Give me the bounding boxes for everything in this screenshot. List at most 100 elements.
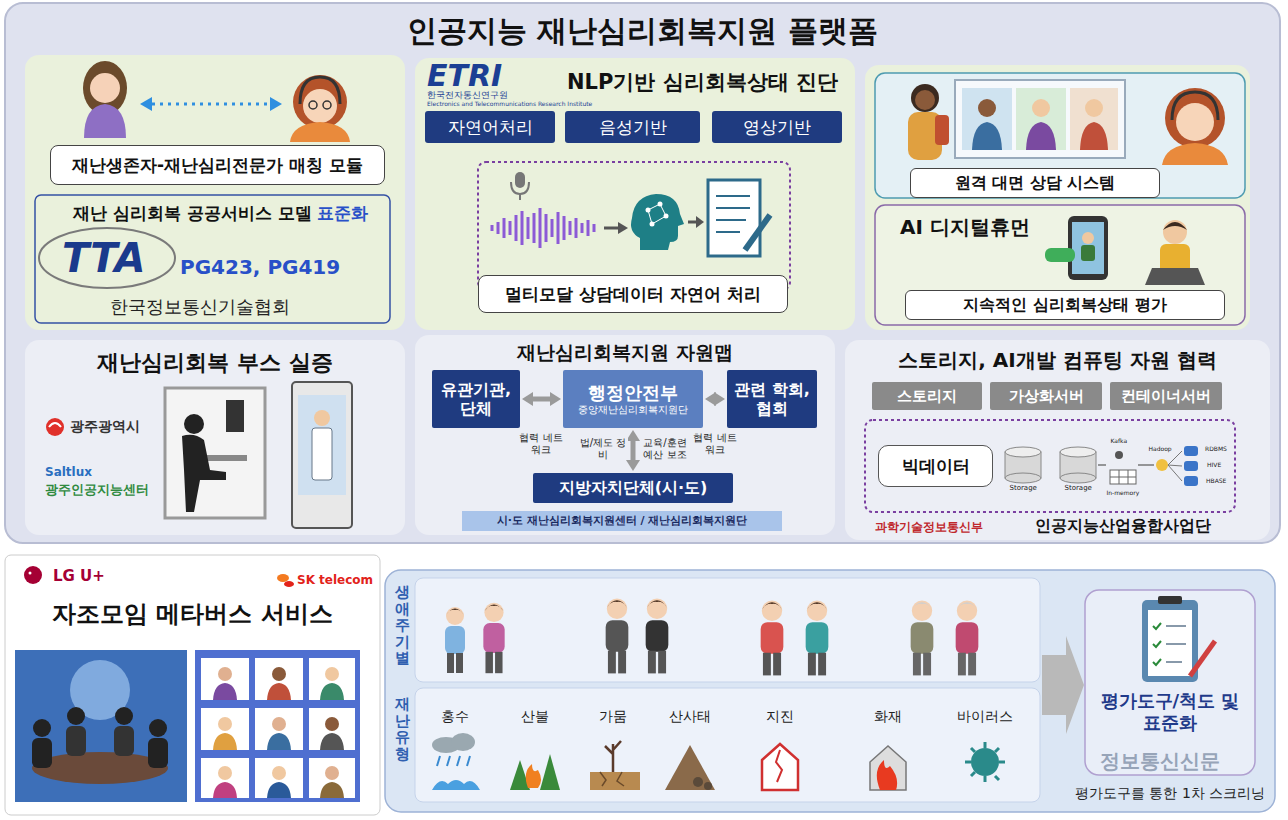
panel-title: NLP기반 심리회복상태 진단 [555,70,850,95]
matching-module-box: 재난생존자-재난심리전문가 매칭 모듈 [50,145,385,185]
main-title: 인공지능 재난심리회복지원 플랫폼 [5,13,1280,49]
connector [626,430,640,471]
evaluation-box: 지속적인 심리회복상태 평가 [905,290,1225,320]
screening-panel: 생애주기별재난유형평가도구를 통한 1차 스크리닝 평가도구/척도 및 표준화 [385,570,1275,812]
box-title: 평가도구/척도 및 표준화 [1100,690,1240,733]
method-button: 영상기반 [712,111,842,143]
part-label: Storage [1010,484,1037,492]
part-label: Kafka [1111,438,1128,445]
diagnosis-panel: NLP기반 심리회복상태 진단 ETRI한국전자통신연구원Electronics … [415,58,855,330]
assessment-box: 평가도구/척도 및 표준화 [1085,590,1255,775]
disaster-label: 가뭄 [599,708,627,724]
method-button: 자연어처리 [425,111,555,143]
panel-title: 재난심리회복지원 자원맵 [415,341,835,364]
box-heading: 재난 심리회복 공공서비스 모델 [73,203,312,223]
disaster-label: 바이러스 [957,708,1013,724]
resource-button: 컨테이너서버 [1110,382,1222,410]
box-label: 유관기관, 단체 [436,380,516,418]
organization-name: 광주광역시 [70,418,140,435]
company-logo: Saltlux [45,465,92,479]
box-label: 컨테이너서버 [1121,387,1211,405]
resource-map-panel: 재난심리회복지원 자원맵유관기관, 단체 행정안전부중앙재난심리회복지원단 관련 학… [415,335,835,535]
arrow-head [626,430,640,441]
panel-title: 자조모임 메타버스 서비스 [5,600,380,629]
disaster-label: 화재 [874,708,902,724]
part-label: Storage [1065,484,1092,492]
connector [522,392,561,406]
connector-line [631,440,636,461]
resource-button: 가상화서버 [990,382,1102,410]
company-logo: LG U+ [53,567,105,585]
box-label: 멀티모달 상담데이터 자연어 처리 [505,284,761,304]
panel-title: AI 디지털휴먼 [900,215,1030,239]
ministry-name: 과학기술정보통신부 [875,520,983,534]
organization-name: 한국정보통신기술협회 [110,296,290,318]
disaster-label: 지진 [766,708,794,724]
institute-name: 한국전자통신연구원 [427,91,508,100]
bigdata-box: 빅데이터 [878,445,993,487]
arrow-head [550,392,561,406]
edge-label: 협력 네트워크 [516,432,566,455]
box-label: 중앙재난심리회복지원단 [578,404,688,416]
box-heading-highlight: 표준화 [317,203,368,223]
logo-text: TTA [62,238,145,278]
organization-box: 유관기관, 단체 [432,370,520,428]
box-label: 영상기반 [743,117,811,137]
company-logo: SK telecom [297,573,373,587]
panel-title: 스토리지, AI개발 컴퓨팅 자원 협력 [845,348,1270,372]
booth-panel: 재난심리회복 부스 실증광주광역시 Saltlux 광주인공지능센터 [25,340,405,535]
disaster-label: 산사태 [669,708,711,724]
box-label: 관련 학회, 협회 [731,380,813,418]
row-heading: 생애주기별 [395,584,410,667]
connector [705,392,725,406]
center-band: 시·도 재난심리회복지원센터 / 재난심리회복지원단 [462,511,782,531]
process-box: 멀티모달 상담데이터 자연어 처리 [478,275,788,313]
system-box: 원격 대면 상담 시스템 [910,168,1160,198]
organization-box: 관련 학회, 협회 [727,370,817,428]
method-button: 음성기반 [565,111,700,143]
arrow-label: 교육/훈련 예산 보조 [640,437,690,460]
box-label: 가상화서버 [1009,387,1084,405]
institute-name-en: Electronics and Telecommunications Resea… [427,101,592,107]
resource-button: 스토리지 [872,382,982,410]
box-label: 행정안전부 [588,382,678,404]
row-heading: 재난유형 [395,696,410,762]
box-label: 시·도 재난심리회복지원센터 / 재난심리회복지원단 [497,514,748,527]
disaster-label: 홍수 [441,708,469,724]
connector-line [532,397,551,402]
box-label: 원격 대면 상담 시스템 [955,173,1116,192]
part-label: Hadoop [1149,446,1172,453]
local-government-box: 지방자치단체(시·도) [533,473,733,503]
box-label: 빅데이터 [902,456,970,476]
disaster-label: 산불 [521,708,549,724]
part-label: RDBMS [1205,446,1227,453]
arrow-head [626,460,640,471]
box-label: 지방자치단체(시·도) [559,478,708,497]
part-label: In-memory [1107,490,1140,497]
metaverse-panel: LG U+ SK telecom 자조모임 메타버스 서비스 [5,555,380,815]
edge-label: 협력 네트워크 [690,432,740,455]
arrow-head [522,392,533,406]
box-label: 스토리지 [897,387,957,405]
box-label: 지속적인 심리회복상태 평가 [963,295,1166,314]
part-label: HIVE [1207,462,1221,469]
organization-name: 인공지능산업융합사업단 [1035,516,1211,535]
standard-code: PG423, PG419 [180,255,340,279]
ministry-box: 행정안전부중앙재난심리회복지원단 [563,370,703,428]
arrow-head [705,392,716,406]
compute-panel: 스토리지, AI개발 컴퓨팅 자원 협력과학기술정보통신부 인공지능산업융합사업단… [845,340,1270,540]
digital-human-panel: AI 디지털휴먼지속적인 심리회복상태 평가 [875,205,1245,325]
platform-panel: 인공지능 재난심리회복지원 플랫폼재난생존자-재난심리전문가 매칭 모듈재난 심… [5,3,1280,543]
logo-text: ETRI [427,61,502,91]
edge-label: 법/제도 정비 [578,437,628,460]
standard-box: 재난 심리회복 공공서비스 모델표준화 TTA PG423, PG419 한국정보통신… [35,195,390,323]
box-label: 자연어처리 [448,117,533,137]
box-label: 음성기반 [599,117,667,137]
box-label: 재난생존자-재난심리전문가 매칭 모듈 [72,155,363,175]
watermark: 정보통신신문 [1100,750,1220,773]
organization-name: 광주인공지능센터 [45,482,149,498]
note-text: 평가도구를 통한 1차 스크리닝 [1075,785,1265,802]
panel-title: 재난심리회복 부스 실증 [25,350,405,376]
part-label: HBASE [1206,478,1226,485]
